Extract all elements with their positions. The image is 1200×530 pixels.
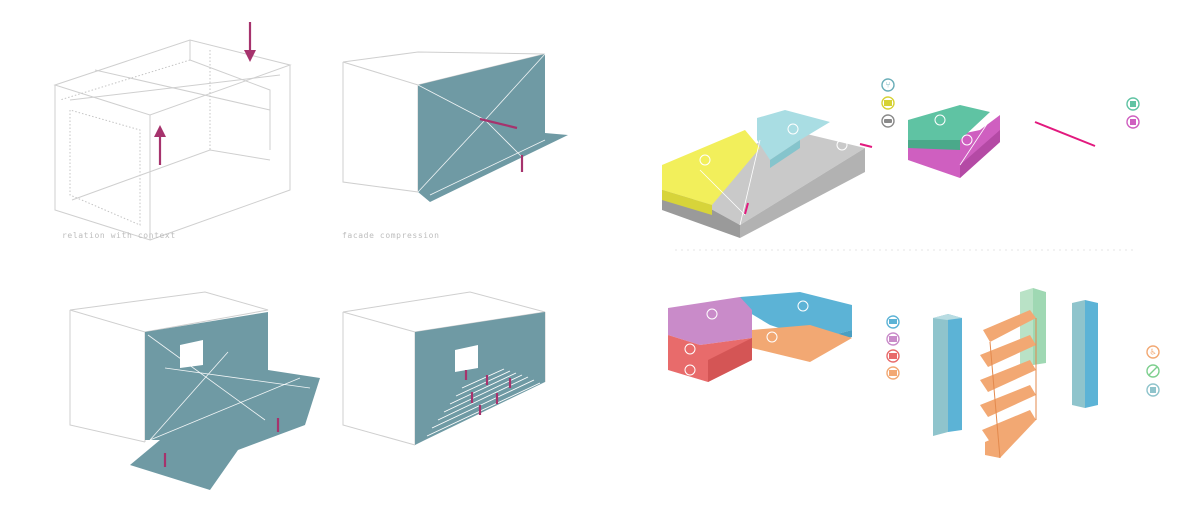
caption-relation-with-context: relation with context [62,231,176,240]
svg-text:⑂: ⑂ [886,81,891,90]
massing-bottom-left [668,292,852,382]
wheelchair-icon [1146,345,1160,359]
bottom-icons-2: ♿ [1146,345,1160,397]
top-icons-1: ⑂ [881,78,895,128]
bottom-icons-1 [886,315,900,380]
context-wireframe [53,39,292,241]
caption-facade-compression: facade compression [342,231,440,240]
towers [933,288,1098,459]
hatched-box [342,291,546,446]
top-icons-2 [1126,97,1140,129]
cutlery-icon [881,78,895,92]
pink-arrow [1034,121,1096,147]
context-arrows [154,22,256,165]
opening-box [69,291,320,490]
massing-top-right [908,105,1000,178]
svg-text:♿: ♿ [1149,348,1156,357]
facade-box [342,51,568,202]
opening-panel [130,312,320,490]
massing-top-left [662,110,873,238]
